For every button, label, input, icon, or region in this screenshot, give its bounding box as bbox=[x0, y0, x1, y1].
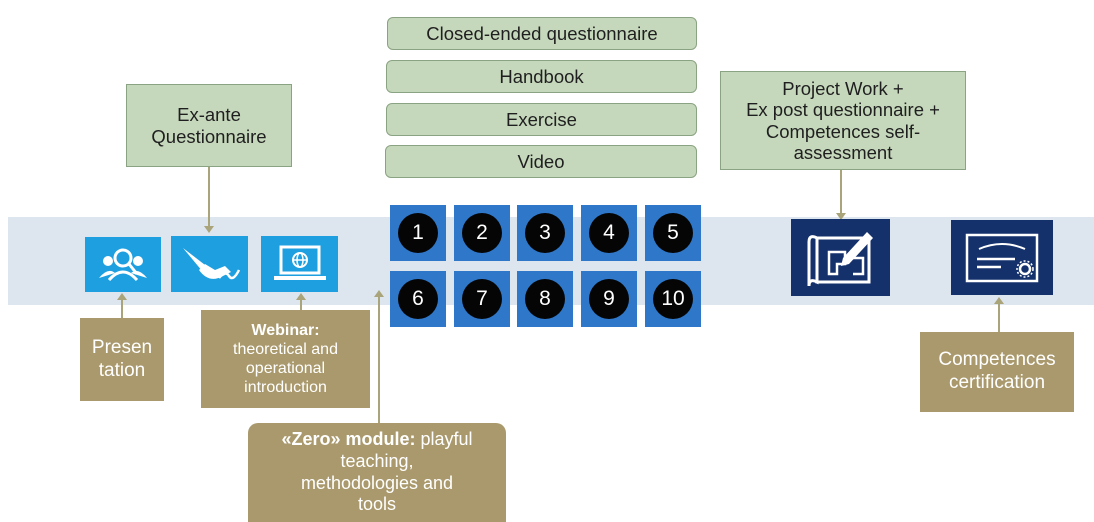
project-line2: Ex post questionnaire + bbox=[746, 99, 940, 121]
exante-connector bbox=[208, 167, 210, 228]
zero-module-box: «Zero» module: playful teaching, methodo… bbox=[248, 423, 506, 522]
project-arrowhead bbox=[836, 213, 846, 220]
module-tile-7: 7 bbox=[454, 271, 510, 327]
people-group-icon bbox=[99, 248, 147, 281]
zero-line2: teaching, bbox=[340, 450, 414, 471]
module-tile-1: 1 bbox=[390, 205, 446, 261]
zero-rest: playful bbox=[415, 429, 473, 450]
competences-box: Competences certification bbox=[920, 332, 1074, 412]
webinar-tile bbox=[261, 236, 338, 292]
blueprint-pencil-icon bbox=[807, 231, 873, 286]
presentation-arrowhead bbox=[117, 293, 127, 300]
closed-questionnaire-box: Closed-ended questionnaire bbox=[387, 17, 697, 50]
zero-title: «Zero» module: bbox=[281, 429, 416, 450]
module-tile-10: 10 bbox=[645, 271, 701, 327]
module-number: 7 bbox=[462, 279, 502, 319]
exante-arrowhead bbox=[204, 226, 214, 233]
hand-writing-icon bbox=[182, 248, 240, 280]
laptop-globe-icon bbox=[273, 245, 326, 280]
webinar-line3: introduction bbox=[244, 379, 327, 397]
competences-connector bbox=[998, 300, 1000, 332]
handbook-label: Handbook bbox=[499, 65, 584, 87]
module-number: 8 bbox=[525, 279, 565, 319]
exante-line2: Questionnaire bbox=[151, 125, 267, 147]
zero-line1: «Zero» module: playful bbox=[281, 429, 472, 451]
module-number: 5 bbox=[653, 213, 693, 253]
competences-line1: Competences bbox=[938, 349, 1056, 371]
module-tile-4: 4 bbox=[581, 205, 637, 261]
video-box: Video bbox=[385, 145, 697, 178]
presentation-tile bbox=[85, 237, 161, 292]
project-line1: Project Work + bbox=[782, 77, 904, 99]
presentation-line2: tation bbox=[98, 359, 146, 381]
module-number: 1 bbox=[398, 213, 438, 253]
project-connector bbox=[840, 170, 842, 215]
webinar-line1: theoretical and bbox=[233, 340, 338, 358]
project-tile bbox=[791, 219, 890, 296]
module-tile-5: 5 bbox=[645, 205, 701, 261]
webinar-line2: operational bbox=[245, 360, 326, 377]
project-work-box: Project Work + Ex post questionnaire + C… bbox=[720, 71, 966, 170]
presentation-connector bbox=[121, 296, 123, 318]
module-tile-9: 9 bbox=[581, 271, 637, 327]
exercise-label: Exercise bbox=[506, 108, 577, 130]
module-number: 9 bbox=[589, 279, 629, 319]
module-number: 10 bbox=[653, 279, 693, 319]
module-number: 6 bbox=[398, 279, 438, 319]
webinar-arrowhead bbox=[296, 293, 306, 300]
competences-line2: certification bbox=[948, 372, 1046, 393]
project-line3: Competences self- bbox=[765, 120, 921, 142]
closed-questionnaire-label: Closed-ended questionnaire bbox=[426, 22, 658, 44]
webinar-box: Webinar: theoretical and operational int… bbox=[201, 310, 370, 408]
module-tile-2: 2 bbox=[454, 205, 510, 261]
module-tile-3: 3 bbox=[517, 205, 573, 261]
module-number: 4 bbox=[589, 213, 629, 253]
video-label: Video bbox=[517, 150, 565, 172]
module-tile-8: 8 bbox=[517, 271, 573, 327]
zero-line4: tools bbox=[357, 494, 397, 515]
questionnaire-tile bbox=[171, 236, 248, 292]
module-tile-6: 6 bbox=[390, 271, 446, 327]
module-number: 3 bbox=[525, 213, 565, 253]
certificate-icon bbox=[965, 233, 1039, 282]
module-number: 2 bbox=[462, 213, 502, 253]
presentation-box: Presen tation bbox=[80, 318, 164, 401]
exante-line1: Ex-ante bbox=[177, 104, 241, 126]
exercise-box: Exercise bbox=[386, 103, 697, 136]
project-line4: assessment bbox=[793, 141, 893, 163]
competences-arrowhead bbox=[994, 297, 1004, 304]
webinar-connector bbox=[300, 296, 302, 310]
zero-line3: methodologies and bbox=[300, 472, 454, 493]
webinar-title: Webinar: bbox=[251, 321, 320, 339]
exante-questionnaire-box: Ex-ante Questionnaire bbox=[126, 84, 292, 167]
zero-arrowhead bbox=[374, 290, 384, 297]
certificate-tile bbox=[951, 220, 1053, 295]
handbook-box: Handbook bbox=[386, 60, 697, 93]
zero-connector bbox=[378, 295, 380, 423]
presentation-line1: Presen bbox=[91, 336, 153, 358]
